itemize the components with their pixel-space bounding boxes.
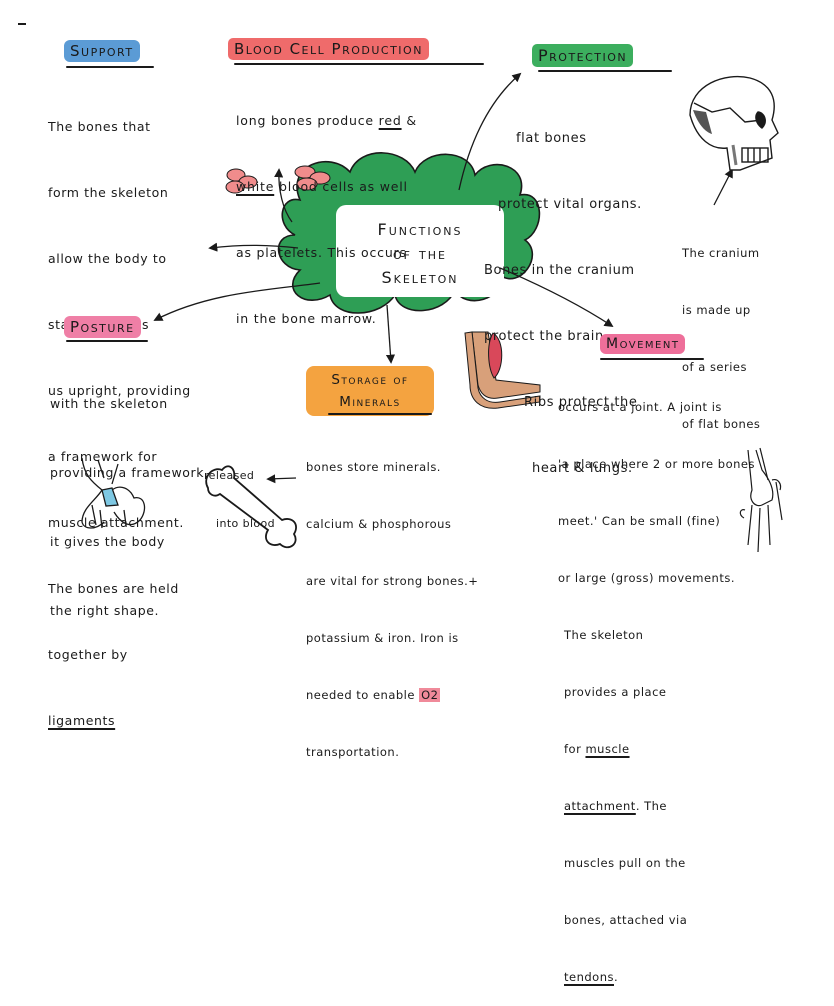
protection-line: flat bones [516, 131, 587, 146]
cranium-line: of flat bones [682, 417, 761, 431]
arrow-to-support [208, 242, 299, 252]
center-title-line1: Functions [377, 220, 463, 239]
released-line: into blood [216, 517, 276, 530]
movement-line: 'a place where 2 or more bones [558, 457, 755, 471]
blood-cell-heading: Blood Cell Production [228, 38, 429, 60]
storage-line: potassium & iron. Iron is [306, 631, 459, 645]
support-line: us upright, providing [48, 383, 191, 398]
protection-line: heart & lungs. [532, 461, 633, 476]
blood-text: in the bone marrow. [236, 311, 377, 326]
posture-line: with the skeleton [50, 396, 168, 411]
posture-heading-underline [66, 340, 148, 342]
movement-line: for [564, 742, 586, 756]
storage-line: transportation. [306, 745, 400, 759]
movement-line: muscles pull on the [564, 856, 686, 870]
skull-icon [689, 75, 779, 171]
movement-line: . The [635, 799, 668, 813]
support-heading: Support [64, 40, 140, 62]
movement-line: or large (gross) movements. [558, 571, 735, 585]
movement-line: . [614, 970, 619, 984]
center-title-line2: of the [392, 244, 447, 263]
support-line: allow the body to [48, 251, 167, 266]
protection-line: Ribs protect the [524, 395, 638, 410]
blood-cell-heading-underline [234, 63, 484, 65]
storage-body: bones store minerals. calcium & phosphor… [306, 420, 478, 781]
posture-line: the right shape. [50, 603, 160, 618]
protection-line: protect the brain. [484, 329, 609, 344]
storage-heading: Storage of Minerals [306, 366, 434, 416]
support-heading-underline [66, 66, 154, 68]
long-bone-icon [205, 465, 297, 549]
protection-heading-underline [538, 70, 672, 72]
posture-heading: Posture [64, 316, 141, 338]
tendons-term: tendons [564, 970, 614, 984]
movement-line: bones, attached via [564, 913, 688, 927]
blood-cell-body: long bones produce red & white blood cel… [236, 66, 417, 352]
ligaments-term: ligaments [48, 713, 116, 728]
support-line: together by [48, 647, 128, 662]
knee-joint-icon [739, 447, 783, 553]
blood-text: as platelets. This occurs [236, 245, 407, 260]
movement-heading: Movement [600, 334, 686, 354]
released-line: released [204, 469, 255, 482]
support-line: a framework for [48, 449, 158, 464]
support-line: The bones are held [48, 581, 179, 596]
hip-joint-icon [81, 457, 146, 529]
released-note: released into blood [204, 436, 275, 548]
protection-heading: Protection [532, 44, 634, 67]
storage-heading-line2: Minerals [339, 394, 401, 410]
blood-text: blood cells as well [274, 179, 408, 194]
movement-heading-underline [600, 358, 704, 360]
cranium-note: The cranium is made up of a series of fl… [682, 206, 760, 453]
cranium-line: The cranium [682, 246, 760, 260]
white-term: white [236, 179, 275, 194]
storage-line: calcium & phosphorous [306, 517, 452, 531]
storage-heading-line1: Storage of [331, 372, 409, 388]
protection-line: Bones in the cranium [484, 263, 635, 278]
support-body: The bones that form the skeleton allow t… [48, 72, 191, 754]
blood-text: long bones produce [236, 113, 379, 128]
protection-line: protect vital organs. [498, 197, 642, 212]
posture-line: it gives the body [50, 534, 165, 549]
arrow-to-posture [153, 282, 321, 321]
posture-body: with the skeleton providing a framework,… [50, 346, 209, 645]
cranium-line: is made up [682, 303, 751, 317]
protection-body: flat bones protect vital organs. Bones i… [484, 84, 642, 502]
arrow-to-blood-cells [274, 168, 293, 223]
center-title-line3: Skeleton [381, 268, 459, 287]
storage-heading-underline [328, 413, 432, 415]
storage-line: needed to enable [306, 688, 420, 702]
support-line: muscle attachment. [48, 515, 185, 530]
storage-line: are vital for strong bones.+ [306, 574, 479, 588]
arrow-to-movement [499, 267, 614, 327]
arm-muscle-icon [464, 331, 541, 409]
central-cloud [277, 152, 541, 314]
arrow-to-storage [385, 304, 396, 364]
arrow-to-skull [713, 168, 733, 206]
diagram-canvas [18, 23, 783, 553]
movement-line: provides a place [564, 685, 667, 699]
support-line: form the skeleton [48, 185, 169, 200]
posture-line: providing a framework, [50, 465, 209, 480]
movement-line: The skeleton [564, 628, 644, 642]
movement-body: occurs at a joint. A joint is 'a place w… [558, 360, 755, 1006]
blood-text: & [401, 113, 417, 128]
support-line: The bones that [48, 119, 151, 134]
o2-term: O2 [419, 688, 441, 702]
movement-line: meet.' Can be small (fine) [558, 514, 721, 528]
storage-line: bones store minerals. [306, 460, 441, 474]
attachment-term: attachment [564, 799, 636, 813]
center-title: Functions of the Skeleton [336, 218, 504, 290]
arrow-released-into-blood [266, 474, 297, 484]
muscle-term: muscle [585, 742, 630, 756]
red-term: red [378, 113, 402, 128]
movement-line: occurs at a joint. A joint is [558, 400, 722, 414]
cranium-line: of a series [682, 360, 747, 374]
red-blood-cells-icon [225, 165, 331, 194]
arrow-to-protection [458, 72, 522, 191]
